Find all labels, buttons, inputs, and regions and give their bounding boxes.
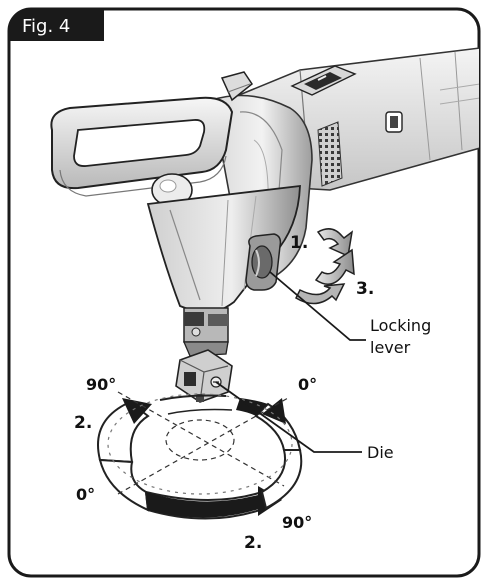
locking-lever-callout-line1: Locking: [370, 316, 431, 335]
figure-tag: Fig. 4: [22, 16, 70, 37]
ring-arrow-left-icon: [122, 398, 152, 424]
die-holder: [183, 307, 229, 357]
vent-grille-icon: [317, 121, 343, 187]
die-callout: Die: [367, 443, 394, 462]
figure-tag-background: [9, 9, 104, 41]
locking-lever-icon: [251, 245, 273, 279]
die: [175, 349, 233, 403]
locking-lever-callout-line2: lever: [370, 338, 411, 357]
step-2-left-label: 2.: [74, 413, 92, 433]
switch-slider-icon: [304, 72, 342, 90]
lever-rotation-arrows: [295, 228, 355, 305]
callout-lines: [215, 271, 366, 453]
angle-bottom-right-label: 90°: [282, 513, 312, 532]
angle-top-right-label: 0°: [298, 375, 317, 394]
step-1-label: 1.: [290, 233, 308, 253]
cutting-head: [146, 184, 301, 315]
step-3-label: 3.: [356, 279, 374, 299]
angle-bottom-left-label: 0°: [76, 485, 95, 504]
die-rotation-ring: [97, 394, 303, 520]
angle-top-left-label: 90°: [86, 375, 116, 394]
ring-arrow-right-icon: [262, 398, 286, 424]
step-2-bottom-label: 2.: [244, 533, 262, 553]
